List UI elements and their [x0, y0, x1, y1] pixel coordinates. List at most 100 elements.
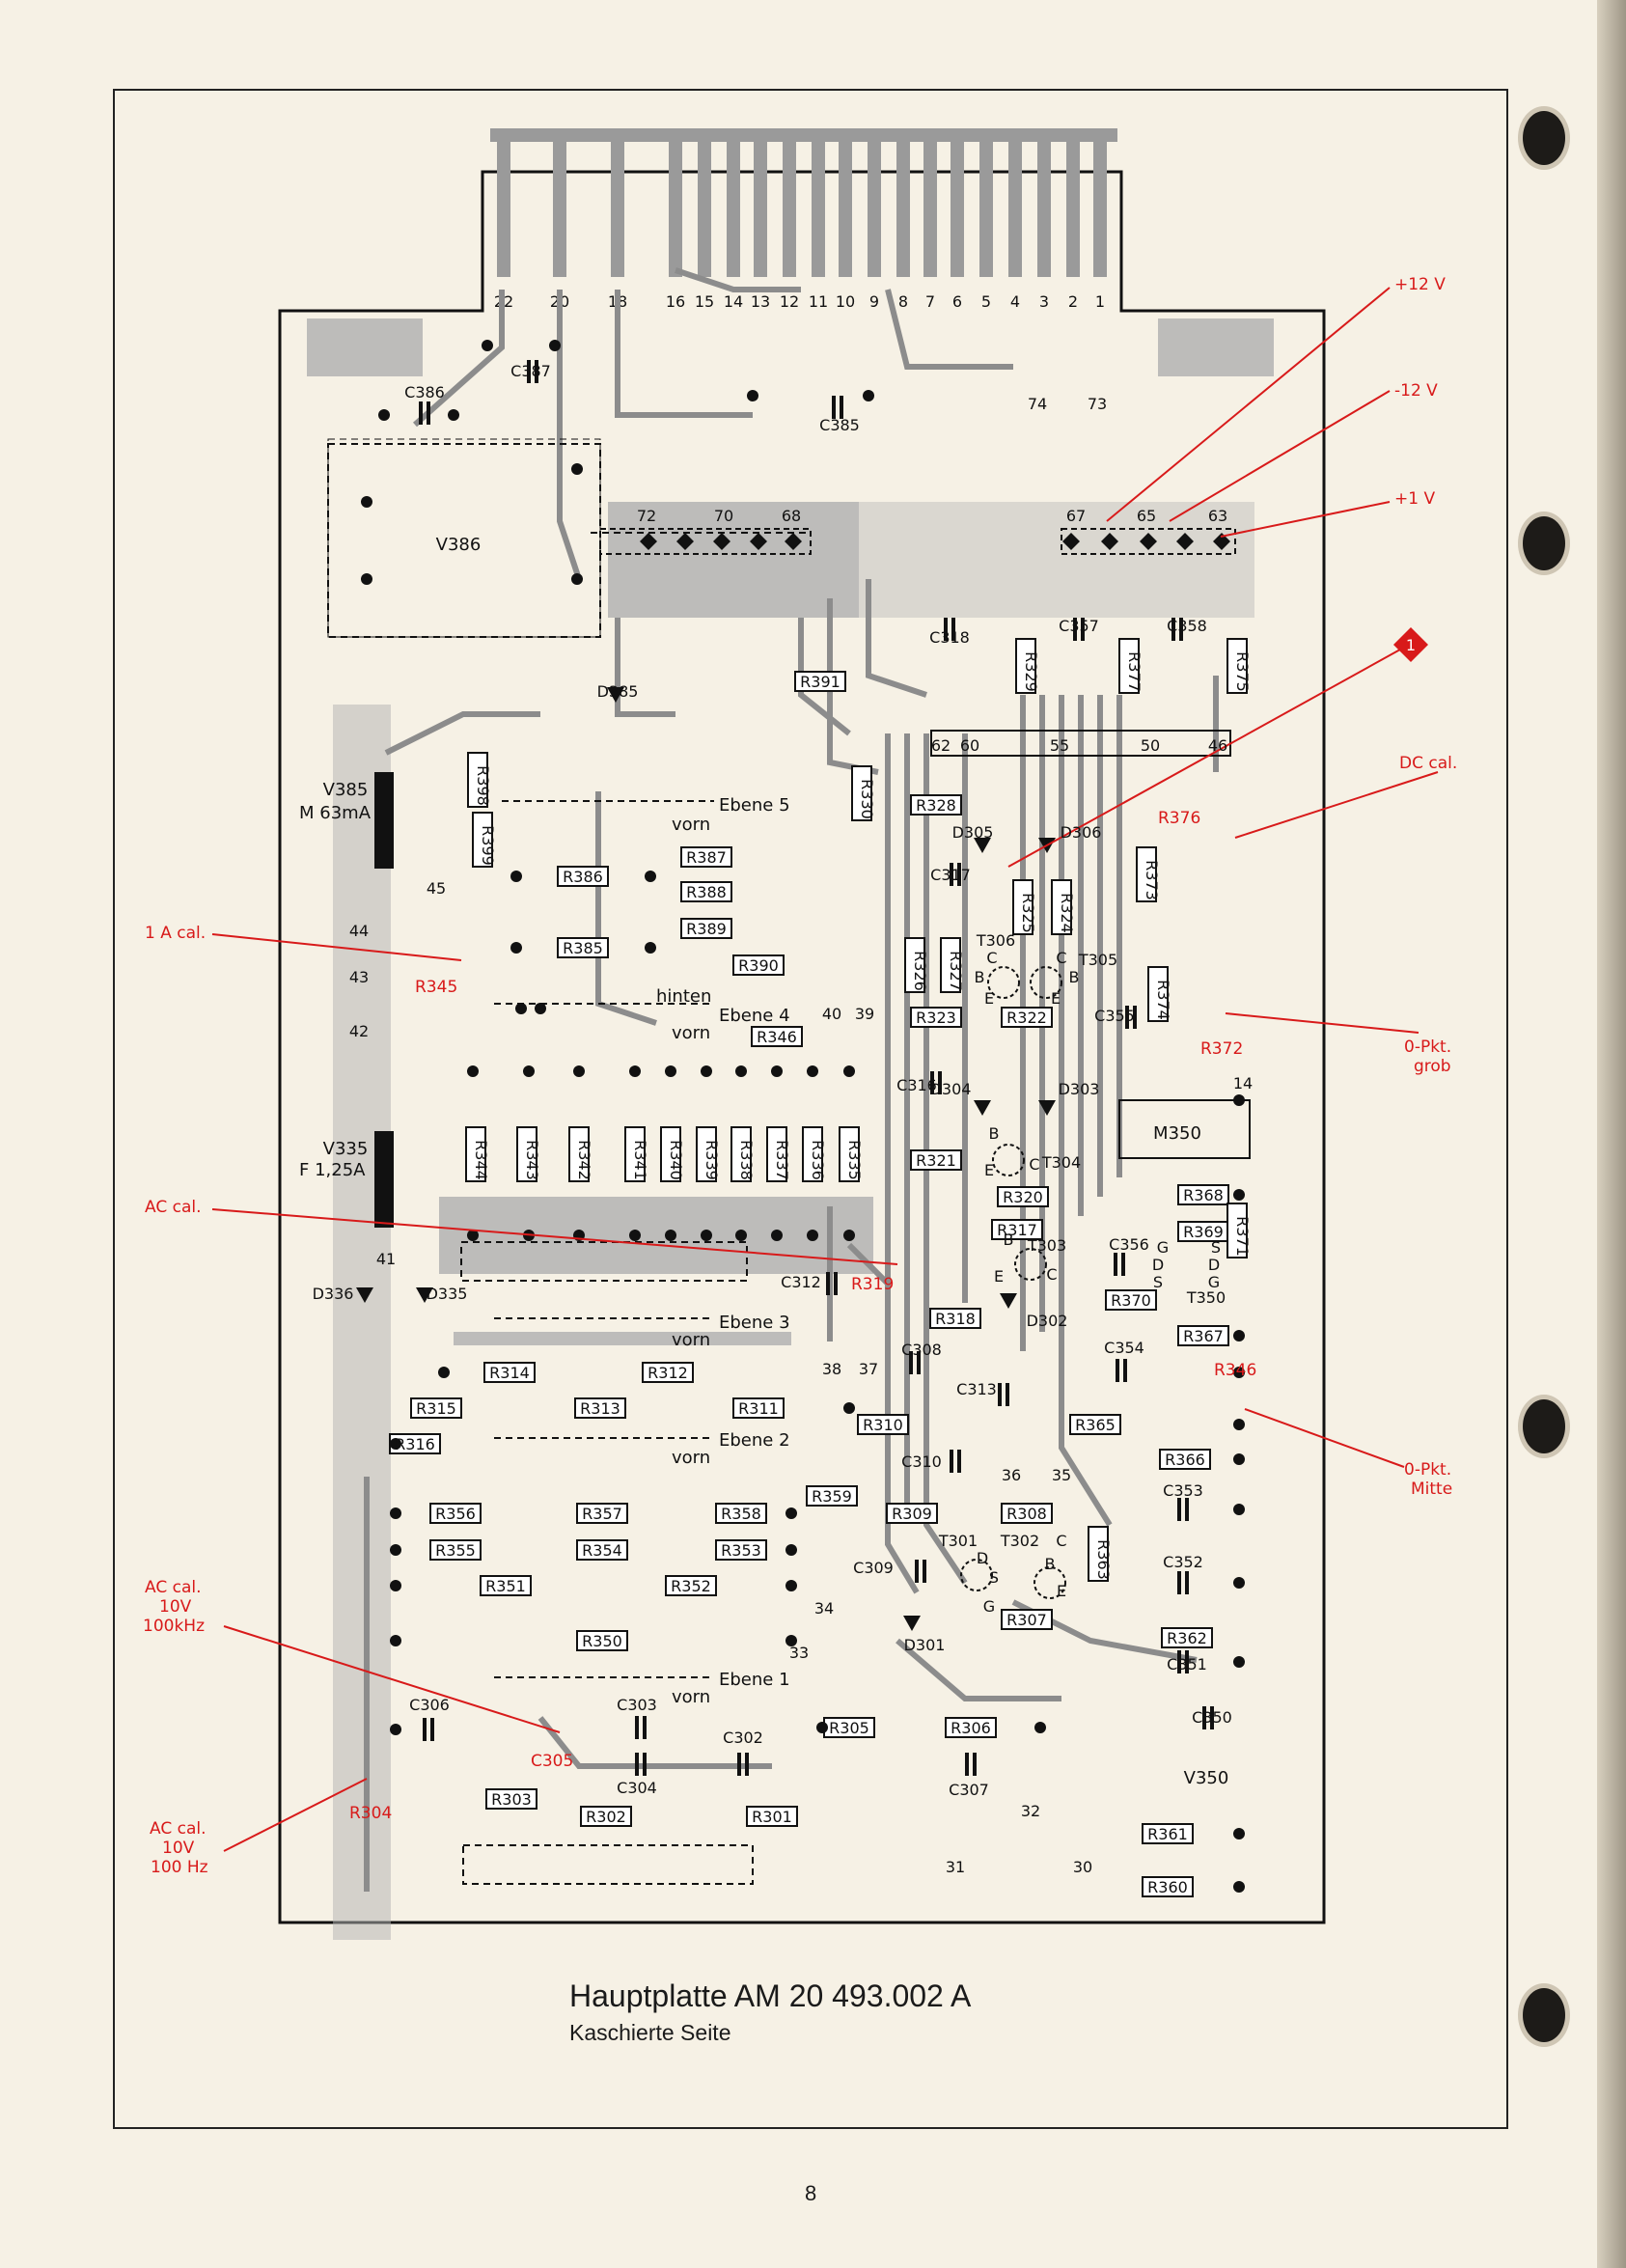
- capacitor-label: C351: [1167, 1655, 1207, 1673]
- pad-diamond: [1101, 533, 1118, 550]
- solder-pad: [807, 1065, 818, 1077]
- resistor-label: R362: [1167, 1629, 1207, 1647]
- resistor-label: R315: [416, 1399, 456, 1418]
- solder-pad: [645, 871, 656, 882]
- solder-pad: [390, 1438, 401, 1450]
- resistor-label: R387: [686, 848, 727, 867]
- resistor-body-vertical: [1147, 966, 1169, 1022]
- punch-hole: [1523, 516, 1565, 570]
- pad-diamond: [750, 533, 767, 550]
- test-point-label: 30: [1073, 1858, 1092, 1876]
- resistor-body: [1001, 1503, 1053, 1524]
- capacitor-label: C358: [1167, 617, 1207, 635]
- resistor-body: [480, 1575, 532, 1596]
- resistor-body: [794, 671, 846, 692]
- ebene-2-side: vorn: [672, 1448, 710, 1468]
- resistor-body-vertical: [1012, 879, 1033, 935]
- ebene-4-side: vorn: [672, 1023, 710, 1043]
- transistor-pin-letter: C: [1029, 1155, 1039, 1174]
- resistor-label: R354: [582, 1541, 622, 1560]
- resistor-body: [429, 1503, 482, 1524]
- connector-finger: [1093, 142, 1107, 277]
- resistor-label: R301: [752, 1808, 792, 1826]
- board-outline: [278, 170, 1326, 1924]
- connector-pin-label: 2: [1068, 292, 1078, 311]
- ref-c305: C305: [531, 1752, 573, 1771]
- capacitor-label: C385: [819, 416, 860, 434]
- resistor-body: [1161, 1627, 1213, 1648]
- diode-symbol: [356, 1287, 373, 1303]
- resistor-body: [751, 1026, 803, 1047]
- solder-pad: [771, 1065, 783, 1077]
- resistor-body: [557, 937, 609, 958]
- connector-pin-label: 4: [1010, 292, 1020, 311]
- capacitor-label: C356: [1109, 1235, 1149, 1254]
- component-bodies: [356, 340, 1248, 1897]
- solder-pad: [1233, 1504, 1245, 1515]
- chip-pin-label: 50: [1141, 736, 1160, 755]
- capacitor-label: C387: [510, 362, 551, 380]
- resistor-label: R339: [703, 1140, 721, 1180]
- resistor-body: [997, 1186, 1049, 1207]
- transistor-pin-letter: C: [1056, 949, 1066, 967]
- marker-diamond: [1393, 627, 1428, 662]
- resistor-body: [680, 881, 732, 902]
- resistor-label: R302: [586, 1808, 626, 1826]
- diode-label: D304: [930, 1080, 972, 1098]
- cal-label-ac10v100-1: AC cal.: [150, 1819, 207, 1839]
- resistor-label: R359: [812, 1487, 852, 1506]
- punch-hole: [1523, 1988, 1565, 2042]
- resistor-label: R340: [667, 1140, 685, 1180]
- solder-pad: [771, 1230, 783, 1241]
- capacitor-label: C354: [1104, 1339, 1144, 1357]
- transistor-label: T302: [1000, 1532, 1039, 1550]
- solder-pad: [571, 573, 583, 585]
- test-point-label: 38: [822, 1360, 841, 1378]
- resistor-label: R352: [671, 1577, 711, 1595]
- resistor-label: R318: [935, 1310, 976, 1328]
- page-subtitle: Kaschierte Seite: [569, 2020, 731, 2045]
- resistor-body: [732, 954, 785, 976]
- resistor-body: [1177, 1325, 1229, 1346]
- transistor-pin-letter: S: [1211, 1238, 1221, 1257]
- capacitor-label: C309: [853, 1559, 894, 1577]
- pad-diamond: [676, 533, 694, 550]
- pad-diamond: [1140, 533, 1157, 550]
- resistor-label: R337: [773, 1140, 791, 1180]
- solder-pad: [1233, 1881, 1245, 1893]
- solder-pad: [535, 1003, 546, 1014]
- transistor-outline: [1030, 966, 1062, 999]
- resistor-label: R375: [1233, 651, 1252, 692]
- resistor-label: R327: [947, 951, 965, 991]
- rail-label-plus1: +1 V: [1394, 489, 1435, 509]
- connector-pin-label: 5: [981, 292, 991, 311]
- connector-finger: [669, 142, 682, 277]
- ebene-2-name: Ebene 2: [719, 1430, 790, 1451]
- resistor-label: R357: [582, 1505, 622, 1523]
- solder-pad: [467, 1230, 479, 1241]
- resistor-body: [1069, 1414, 1121, 1435]
- connector-pin-label: 13: [751, 292, 770, 311]
- resistor-body: [1159, 1449, 1211, 1470]
- bridge-pin-label: 74: [1028, 395, 1047, 413]
- transistor-pin-letter: B: [975, 968, 985, 986]
- transistor-outline: [992, 1144, 1025, 1176]
- transistor-outline: [1033, 1566, 1066, 1599]
- diode-symbol: [416, 1287, 433, 1303]
- connector-pin-label: 14: [724, 292, 743, 311]
- connector-finger: [812, 142, 825, 277]
- connector-finger: [1066, 142, 1080, 277]
- solder-pad: [390, 1544, 401, 1556]
- transistor-pin-letter: B: [1069, 968, 1080, 986]
- resistor-label: R365: [1075, 1416, 1116, 1434]
- solder-pad: [816, 1722, 828, 1733]
- transistor-pin-letter: C: [986, 949, 997, 967]
- resistor-body: [886, 1503, 938, 1524]
- pad-diamond: [713, 533, 730, 550]
- module-label: V386: [436, 535, 482, 555]
- chip-pin-label: 46: [1208, 736, 1227, 755]
- resistor-body: [732, 1397, 785, 1419]
- connector-finger: [698, 142, 711, 277]
- solder-pad: [843, 1065, 855, 1077]
